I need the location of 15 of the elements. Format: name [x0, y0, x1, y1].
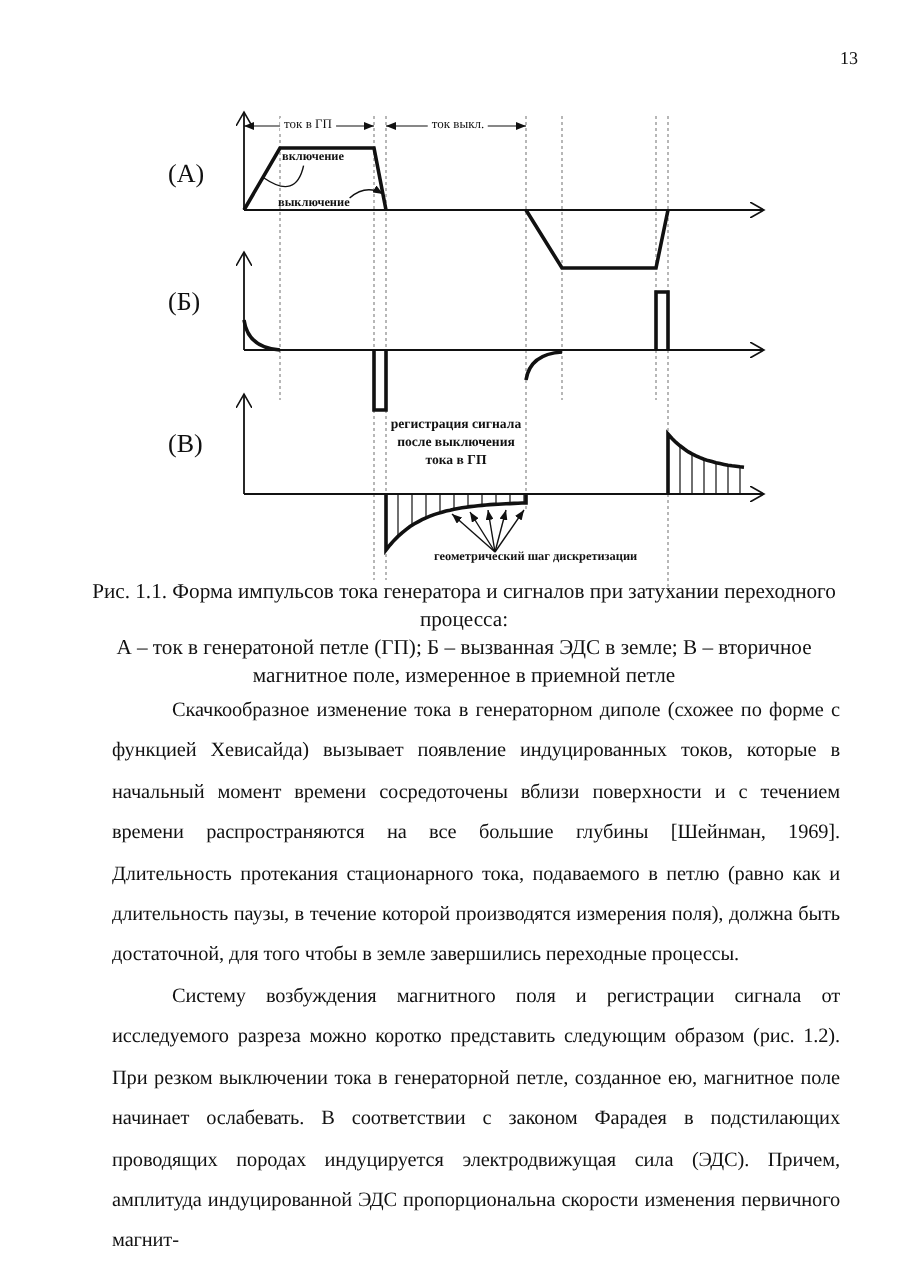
page-number: 13 [840, 50, 858, 70]
leader-line [348, 185, 384, 199]
leader-line [469, 511, 496, 553]
caption-text: Рис. 1.1. Форма импульсов тока генератора и сигналов при затухании переходного процесса: [90, 580, 838, 636]
caption-text: А – ток в генератоной петле (ГП); Б – вызванная ЭДС в земле; В – вторичное магнитное поле, измеренное в приемной петле [114, 636, 814, 692]
panel-label: (В) [168, 430, 203, 459]
leader-line [451, 513, 496, 553]
panel-label: (Б) [168, 288, 201, 317]
leader-line [485, 509, 496, 553]
body-paragraph: Скачкообразное изменение тока в генераторном диполе (схожее по форме с функцией Хевисайда) вызывает появление индуцированных токов, которые в начальный момент времени сосредоточены вблизи поверхности и с течением времени распространяются на все большие глубины [Шейнман, 1969]. Длительность протекания стационарного тока, подаваемого в петлю (равно как и длительность паузы, в течение которой производятся измерения поля), должна быть достаточной, для того чтобы в земле завершились переходные процессы. [112, 698, 840, 971]
leader-line [494, 509, 508, 553]
body-paragraph: Систему возбуждения магнитного поля и регистрации сигнала от исследуемого разреза можно коротко представить следующим образом (рис. 1.2). При резком выключении тока в генераторной петле, созданное ею, магнитное поле начинает ослабевать. В соответствии с законом Фарадея в подстилающих проводящих породах индуцируется электродвижущая сила (ЭДС). Причем, амплитуда индуцированной ЭДС пропорциональна скорости изменения первичного магнит- [112, 984, 840, 1257]
leader-line [263, 164, 305, 188]
leader-line [494, 509, 525, 553]
panel-label: (А) [168, 160, 205, 189]
